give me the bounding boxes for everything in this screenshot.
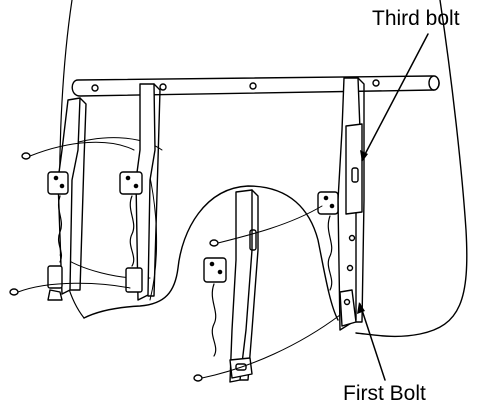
first-bolt-label: First Bolt bbox=[343, 382, 426, 405]
first-bolt-leader bbox=[359, 303, 386, 381]
bolt-path-lines bbox=[17, 141, 341, 379]
first-bolt-arrowhead bbox=[357, 302, 365, 314]
third-bolt-label: Third bolt bbox=[372, 7, 460, 30]
callout-leaders bbox=[357, 33, 429, 381]
right-bracket bbox=[317, 77, 365, 331]
loose-bolts bbox=[9, 152, 219, 382]
third-bolt-arrowhead bbox=[360, 150, 368, 162]
left-rear-bracket bbox=[119, 83, 161, 301]
center-bracket bbox=[203, 189, 259, 383]
horizontal-support-bar bbox=[71, 75, 440, 97]
third-bolt-leader bbox=[361, 33, 429, 161]
left-front-bracket bbox=[47, 97, 87, 301]
